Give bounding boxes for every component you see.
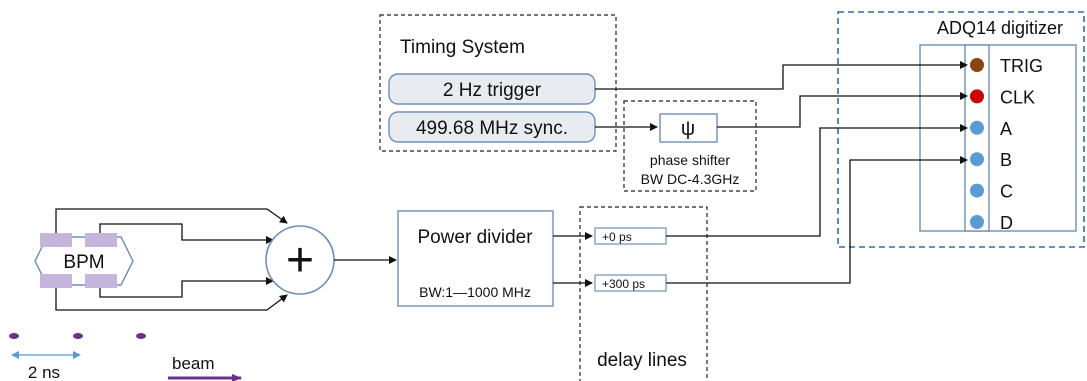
cable-outer-bottom bbox=[55, 288, 288, 311]
digitizer-title: ADQ14 digitizer bbox=[937, 18, 1063, 38]
power-divider-bandwidth: BW:1—1000 MHz bbox=[419, 284, 531, 300]
bpm-pad-top-left bbox=[40, 233, 72, 247]
bpm-group: BPM bbox=[34, 233, 134, 288]
clock-line bbox=[717, 92, 968, 128]
bunch-3 bbox=[136, 333, 146, 339]
channel-a-connector bbox=[970, 120, 984, 135]
phase-shifter-box bbox=[659, 113, 718, 143]
bpm-cables bbox=[55, 208, 288, 311]
spacing-label: 2 ns bbox=[28, 363, 60, 381]
digitizer-connector-strip bbox=[964, 44, 990, 232]
bpm-pad-bottom-left bbox=[40, 274, 72, 288]
beam-legend: 2 ns beam bbox=[9, 333, 242, 381]
channel-b-connector bbox=[970, 152, 984, 167]
phase-shifter-group: ψ phase shifter BW DC-4.3GHz bbox=[623, 100, 757, 192]
cable-inner-bottom bbox=[99, 277, 274, 298]
phase-shifter-label: phase shifter bbox=[650, 152, 730, 168]
delay-lines-frame bbox=[579, 206, 708, 381]
rf-connections bbox=[553, 124, 968, 287]
trigger-label: 2 Hz trigger bbox=[443, 80, 542, 101]
power-divider-box bbox=[397, 210, 554, 307]
channel-trig-connector bbox=[970, 58, 984, 72]
channel-b-label: B bbox=[1000, 150, 1012, 170]
timing-connections bbox=[595, 61, 968, 131]
timing-system-group: Timing System 2 Hz trigger 499.68 MHz sy… bbox=[379, 14, 617, 152]
bpm-pad-top-right bbox=[85, 233, 117, 247]
power-divider-group: Power divider BW:1—1000 MHz bbox=[397, 210, 554, 307]
channel-d-connector bbox=[970, 215, 984, 229]
channel-c-connector bbox=[970, 183, 984, 198]
phase-shifter-bandwidth: BW DC-4.3GHz bbox=[641, 171, 740, 187]
timing-system-frame bbox=[379, 14, 617, 152]
bpm-label: BPM bbox=[63, 252, 104, 273]
trigger-line bbox=[595, 61, 968, 90]
delay-lines-label: delay lines bbox=[597, 350, 687, 371]
delay-300-label: +300 ps bbox=[602, 277, 645, 291]
delay-0-label: +0 ps bbox=[602, 230, 632, 244]
cable-outer-top bbox=[55, 208, 288, 233]
delay300-to-channel-b bbox=[666, 156, 968, 284]
combiner-group: + bbox=[265, 225, 335, 295]
digitizer-body bbox=[919, 44, 1077, 232]
power-divider-title: Power divider bbox=[417, 227, 533, 248]
bunch-2 bbox=[73, 333, 83, 339]
channel-trig-label: TRIG bbox=[1000, 56, 1043, 76]
digitizer-frame bbox=[837, 11, 1085, 248]
delay0-to-channel-a bbox=[666, 124, 968, 237]
channel-d-label: D bbox=[1000, 213, 1013, 233]
combiner-plus: + bbox=[286, 234, 314, 287]
channel-clk-connector bbox=[970, 89, 984, 104]
timing-system-title: Timing System bbox=[400, 37, 525, 58]
bpm-pad-bottom-right bbox=[85, 274, 117, 288]
beam-label: beam bbox=[172, 354, 215, 373]
channel-c-label: C bbox=[1000, 182, 1013, 202]
cable-inner-top bbox=[99, 223, 274, 244]
sync-label: 499.68 MHz sync. bbox=[416, 118, 568, 139]
delay-lines-group: +0 ps +300 ps delay lines bbox=[579, 206, 708, 381]
channel-a-label: A bbox=[1000, 119, 1012, 139]
psi-symbol: ψ bbox=[681, 118, 695, 140]
channel-clk-label: CLK bbox=[1000, 87, 1035, 107]
bunch-1 bbox=[9, 333, 19, 339]
phase-shifter-frame bbox=[623, 100, 757, 192]
